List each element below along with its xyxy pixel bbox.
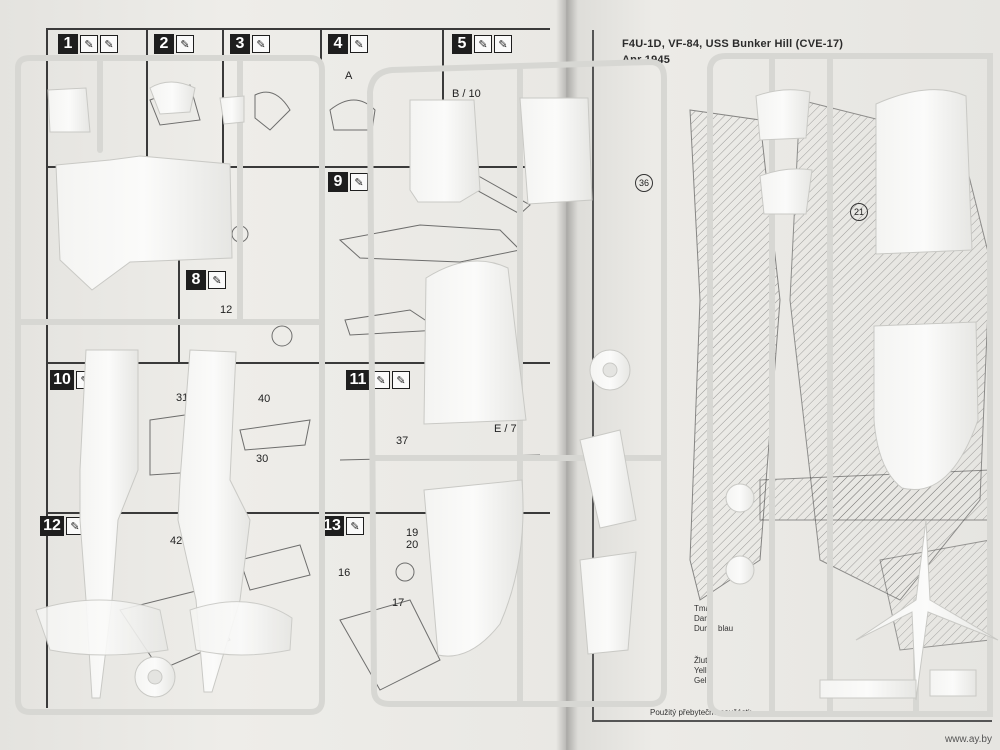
glue-icon: ✎ xyxy=(252,35,270,53)
step-5: 5 ✎ ✎ xyxy=(452,34,512,54)
glue-icon: ✎ xyxy=(350,173,368,191)
step-9: 9 ✎ xyxy=(328,172,368,192)
sprue-1-parts xyxy=(35,81,293,699)
part-label: 30 xyxy=(256,453,269,465)
part-label: 37 xyxy=(396,435,409,447)
profile-title: F4U-1D, VF-84, USS Bunker Hill (CVE-17) xyxy=(622,38,844,50)
step-12: 12 ✎ xyxy=(40,516,84,536)
glue-icon: ✎ xyxy=(100,35,118,53)
footnote: Použitý přebytečné součásti: ... xyxy=(650,708,761,717)
glue-icon: ✎ xyxy=(176,35,194,53)
part-label: 20 xyxy=(406,539,419,551)
step-number: 5 xyxy=(452,34,472,54)
grid-line xyxy=(46,28,550,30)
step-number: 8 xyxy=(186,270,206,290)
step-number: 1 xyxy=(58,34,78,54)
sprue-2-parts xyxy=(409,97,637,657)
callout-number: 36 xyxy=(635,174,653,192)
part-label: B / 10 xyxy=(452,88,481,100)
glue-icon: ✎ xyxy=(474,35,492,53)
part-label: 16 xyxy=(338,567,351,579)
part-label: 40 xyxy=(258,393,271,405)
watermark: www.ay.by xyxy=(944,734,992,745)
part-label: E / 7 xyxy=(494,423,517,435)
grid-line xyxy=(46,28,48,708)
paint-note: blau xyxy=(718,624,734,633)
grid-line xyxy=(592,720,992,722)
grid-line xyxy=(442,28,444,168)
part-label: A xyxy=(345,70,353,82)
grid-line xyxy=(46,362,550,364)
step-number: 2 xyxy=(154,34,174,54)
step-number: 12 xyxy=(40,516,64,536)
glue-icon: ✎ xyxy=(350,35,368,53)
paint-note: Yell xyxy=(694,666,707,675)
step-4: 4 ✎ xyxy=(328,34,368,54)
step-number: 11 xyxy=(346,370,370,390)
step-number: 10 xyxy=(50,370,74,390)
paint-note: Žlut xyxy=(694,656,708,665)
glue-icon: ✎ xyxy=(392,371,410,389)
step-number: 4 xyxy=(328,34,348,54)
sprue-3-parts xyxy=(725,89,999,701)
glue-icon: ✎ xyxy=(208,271,226,289)
grid-line xyxy=(46,166,550,168)
paint-note: Gel xyxy=(694,676,707,685)
step-number: 3 xyxy=(230,34,250,54)
grid-line xyxy=(178,166,180,362)
step-3: 3 ✎ xyxy=(230,34,270,54)
glue-icon: ✎ xyxy=(346,517,364,535)
step-11: 11 ✎ ✎ xyxy=(346,370,410,390)
part-label: 12 xyxy=(220,304,233,316)
paint-note: Tma xyxy=(694,604,710,613)
step-2: 2 ✎ xyxy=(154,34,194,54)
grid-line xyxy=(46,512,550,514)
step-1: 1 ✎ ✎ xyxy=(58,34,118,54)
step-13: 13 ✎ xyxy=(320,516,364,536)
part-label: 31 xyxy=(176,392,189,404)
step-number: 13 xyxy=(320,516,344,536)
paint-note: Dun xyxy=(694,624,709,633)
grid-line xyxy=(146,28,148,168)
paint-note: Dar xyxy=(694,614,707,623)
part-label: 42 xyxy=(170,535,183,547)
step-number: 9 xyxy=(328,172,348,192)
glue-icon: ✎ xyxy=(494,35,512,53)
part-label: 19 xyxy=(406,527,419,539)
glue-icon: ✎ xyxy=(80,35,98,53)
step-8: 8 ✎ xyxy=(186,270,226,290)
